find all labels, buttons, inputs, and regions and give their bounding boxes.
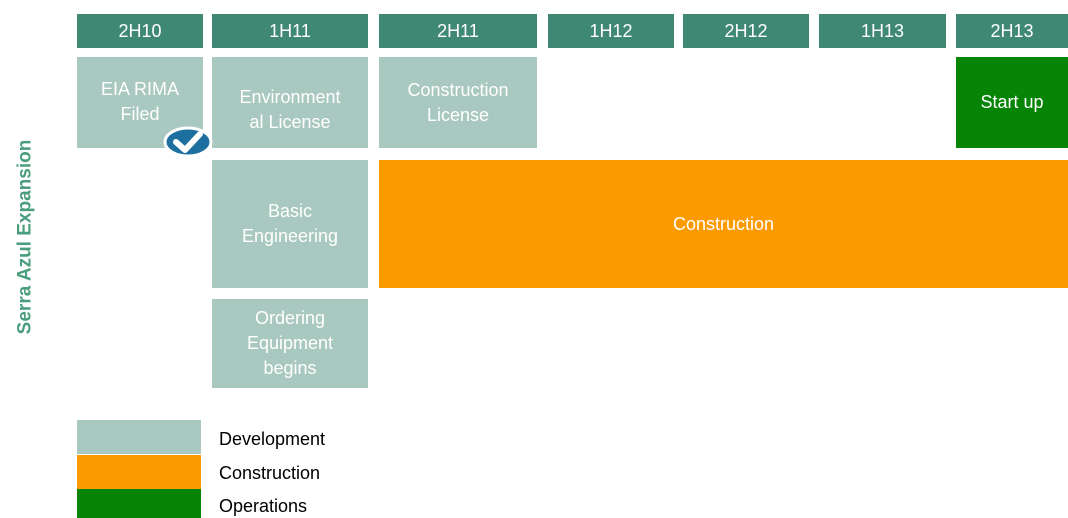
milestone-basic-engineering: Basic Engineering: [212, 160, 368, 288]
legend-label-construction: Construction: [219, 463, 321, 483]
legend-label-development: Development: [219, 429, 326, 449]
milestone-construction-license: Construction License: [379, 57, 537, 148]
phase-construction-bar: Construction: [379, 160, 1068, 288]
period-header-2h12: 2H12: [683, 14, 809, 48]
milestone-start-up: Start up: [956, 57, 1068, 148]
period-header-1h12: 1H12: [548, 14, 674, 48]
legend-label-operations: Operations: [219, 496, 308, 516]
legend-swatch-operations: [77, 489, 201, 518]
period-header-1h13: 1H13: [819, 14, 946, 48]
milestone-environmental-license: Environment al License: [212, 57, 368, 148]
phase-construction-label: Construction: [672, 213, 775, 234]
milestone-ordering-equipment: Ordering Equipment begins: [212, 299, 368, 388]
milestone-basic-engineering-label: Basic Engineering: [241, 201, 339, 246]
period-header-2h13: 2H13: [956, 14, 1068, 48]
period-header-1h11: 1H11: [212, 14, 368, 48]
milestone-environmental-license-line2: al License: [249, 111, 331, 132]
checkmark-badge-icon: [163, 126, 213, 158]
period-header-2h10: 2H10: [77, 14, 203, 48]
milestone-start-up-label: Start up: [980, 92, 1044, 112]
milestone-ordering-equipment-label: Ordering Equipment begins: [246, 308, 334, 378]
milestone-construction-license-label: Construction License: [407, 79, 509, 125]
legend-swatch-construction: [77, 455, 201, 489]
project-title: Serra Azul Expansion: [10, 92, 40, 382]
project-title-text: Serra Azul Expansion: [14, 139, 36, 335]
milestone-environmental-license-line1: Environment: [239, 86, 341, 107]
legend-swatch-development: [77, 420, 201, 454]
period-header-2h11: 2H11: [379, 14, 537, 48]
milestone-eia-rima-filed-label: EIA RIMA Filed: [100, 79, 180, 124]
milestone-eia-rima-filed: EIA RIMA Filed: [77, 57, 203, 148]
